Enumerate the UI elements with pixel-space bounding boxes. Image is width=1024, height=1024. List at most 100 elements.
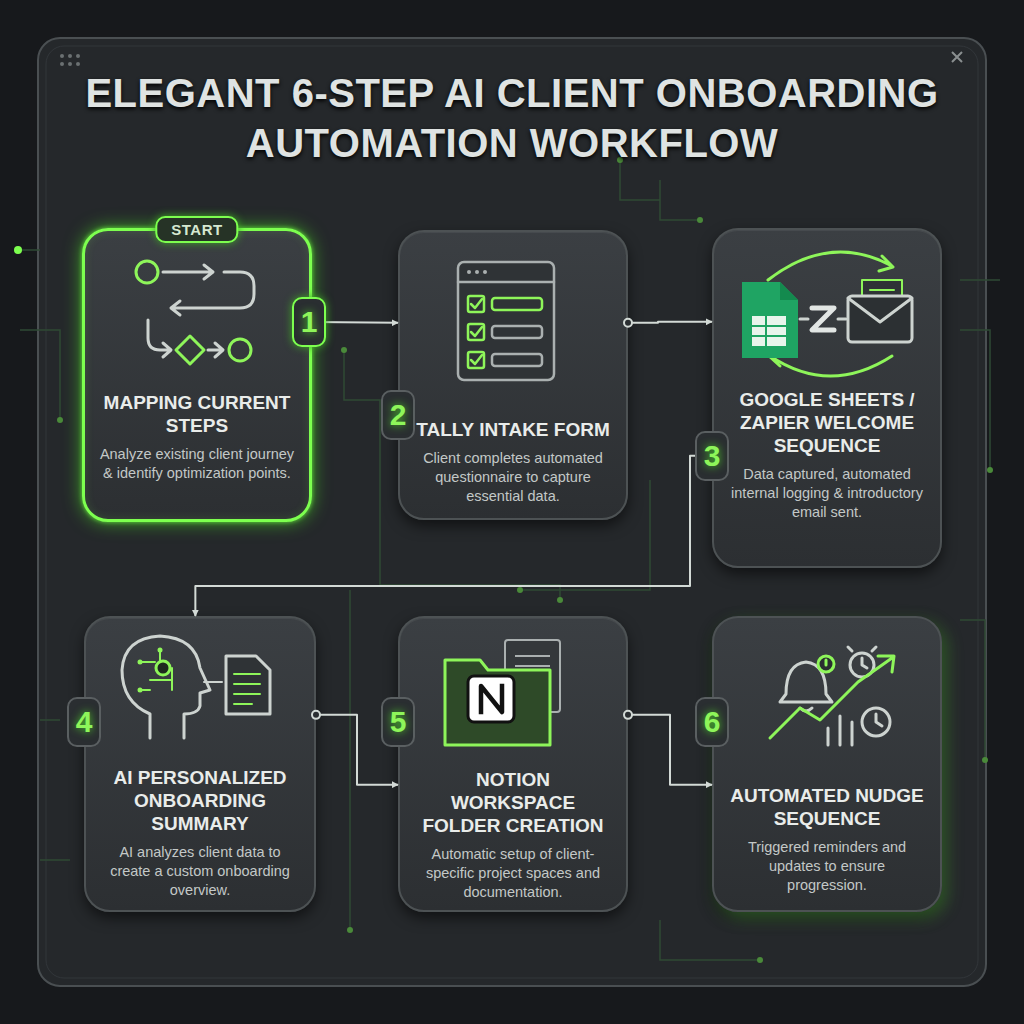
nudge-icon bbox=[848, 647, 876, 651]
flow-icon bbox=[208, 343, 223, 357]
step-description: AI analyzes client data to create a cust… bbox=[100, 843, 300, 900]
connector-dot bbox=[708, 452, 716, 460]
nudge-icon bbox=[780, 662, 832, 702]
nudge-icon bbox=[850, 653, 874, 677]
ai-head-icon bbox=[226, 656, 270, 714]
process-box: GOOGLE SHEETS / ZAPIER WELCOME SEQUENCED… bbox=[712, 228, 942, 568]
nudge-icon bbox=[818, 656, 834, 672]
step-description: Triggered reminders and updates to ensur… bbox=[728, 838, 926, 895]
flow-icon bbox=[176, 336, 204, 364]
flow-arrow bbox=[312, 321, 398, 324]
connector-dot bbox=[308, 318, 316, 326]
sheets-zapier-email-icon bbox=[780, 282, 798, 300]
process-box: STARTMAPPING CURRENT STEPSAnalyze existi… bbox=[82, 228, 312, 522]
circuit-dots bbox=[341, 347, 347, 353]
notion-folder-icon bbox=[515, 656, 550, 676]
connector-dot bbox=[624, 319, 632, 327]
nudge-icon bbox=[828, 716, 852, 745]
connector-dot bbox=[312, 711, 320, 719]
form-icon bbox=[458, 262, 554, 380]
circuit-dots bbox=[57, 417, 63, 423]
form-icon bbox=[467, 270, 471, 274]
frame-dots bbox=[60, 54, 64, 58]
circuit-dots bbox=[347, 927, 353, 933]
flow-icon bbox=[163, 265, 213, 279]
nudge-icon bbox=[825, 660, 828, 665]
flow-arrow bbox=[628, 321, 712, 324]
frame-dots bbox=[68, 62, 72, 66]
circuit-traces bbox=[40, 720, 70, 860]
process-box: AI PERSONALIZED ONBOARDING SUMMARY AI ana… bbox=[84, 616, 316, 912]
circuit-dots bbox=[617, 157, 623, 163]
nudge-icon bbox=[862, 708, 890, 736]
form-icon bbox=[458, 262, 554, 380]
form-icon bbox=[475, 270, 479, 274]
sheets-zapier-email-icon bbox=[870, 290, 894, 298]
step-description: Analyze existing client journey & identi… bbox=[99, 445, 295, 483]
frame-dots bbox=[60, 62, 64, 66]
frame-dots bbox=[68, 54, 72, 58]
form-icon bbox=[468, 296, 484, 312]
step-description: Automatic setup of client-specific proje… bbox=[414, 845, 612, 902]
step-heading: NOTION WORKSPACE FOLDER CREATION bbox=[414, 768, 612, 837]
sheets-zapier-email-icon bbox=[752, 316, 786, 346]
step-number: 2 bbox=[381, 390, 415, 440]
circuit-dots bbox=[14, 157, 993, 963]
notion-folder-icon bbox=[505, 640, 560, 712]
form-icon bbox=[492, 326, 542, 338]
form-icon bbox=[468, 324, 484, 340]
sheets-zapier-email-icon bbox=[752, 316, 786, 346]
step-number: 4 bbox=[67, 697, 101, 747]
circuit-dots bbox=[517, 587, 523, 593]
inner-frame bbox=[46, 46, 978, 978]
notion-folder-icon bbox=[468, 676, 514, 722]
step-heading: AI PERSONALIZED ONBOARDING SUMMARY bbox=[100, 766, 300, 835]
circuit-dots bbox=[982, 757, 988, 763]
ai-head-icon bbox=[158, 648, 163, 653]
circuit-dots bbox=[757, 957, 763, 963]
nudge-icon bbox=[770, 656, 894, 738]
flow-icon bbox=[229, 339, 251, 361]
diagram-title: ELEGANT 6-STEP AI CLIENT ONBOARDING AUTO… bbox=[82, 68, 942, 168]
form-icon bbox=[471, 299, 482, 308]
circuit-traces bbox=[20, 160, 1000, 960]
circuit-traces bbox=[620, 160, 660, 200]
sheets-zapier-email-icon bbox=[742, 252, 912, 376]
frame-dots bbox=[76, 62, 80, 66]
process-box: TALLY INTAKE FORM Client completes automa… bbox=[398, 230, 628, 520]
form-icon bbox=[492, 298, 542, 310]
step-number: 1 bbox=[292, 297, 326, 347]
circuit-dots bbox=[697, 217, 703, 223]
step-number: 6 bbox=[695, 697, 729, 747]
flow-arrow bbox=[195, 456, 712, 616]
ai-head-icon bbox=[140, 650, 172, 690]
circuit-traces bbox=[960, 280, 1000, 470]
nudge-icon bbox=[876, 714, 882, 726]
nudge-icon bbox=[800, 708, 812, 711]
step-number: 3 bbox=[695, 431, 729, 481]
step-heading: TALLY INTAKE FORM bbox=[414, 418, 612, 441]
circuit-traces bbox=[520, 480, 650, 590]
form-icon bbox=[492, 354, 542, 366]
circuit-dots bbox=[14, 246, 22, 254]
flow-arrow bbox=[628, 715, 712, 785]
form-icon bbox=[483, 270, 487, 274]
step-heading: AUTOMATED NUDGE SEQUENCE bbox=[728, 784, 926, 830]
flow-icon bbox=[171, 272, 254, 315]
ai-head-icon bbox=[234, 674, 260, 704]
flow-icon bbox=[136, 261, 158, 283]
frame-dots bbox=[76, 54, 80, 58]
nudge-icon bbox=[862, 658, 867, 668]
notion-folder-icon bbox=[445, 660, 550, 745]
frame bbox=[38, 38, 986, 986]
ai-head-icon bbox=[138, 660, 143, 665]
flow-icon bbox=[148, 320, 171, 357]
step-description: Client completes automated questionnaire… bbox=[414, 449, 612, 506]
circuit-dots bbox=[557, 597, 563, 603]
